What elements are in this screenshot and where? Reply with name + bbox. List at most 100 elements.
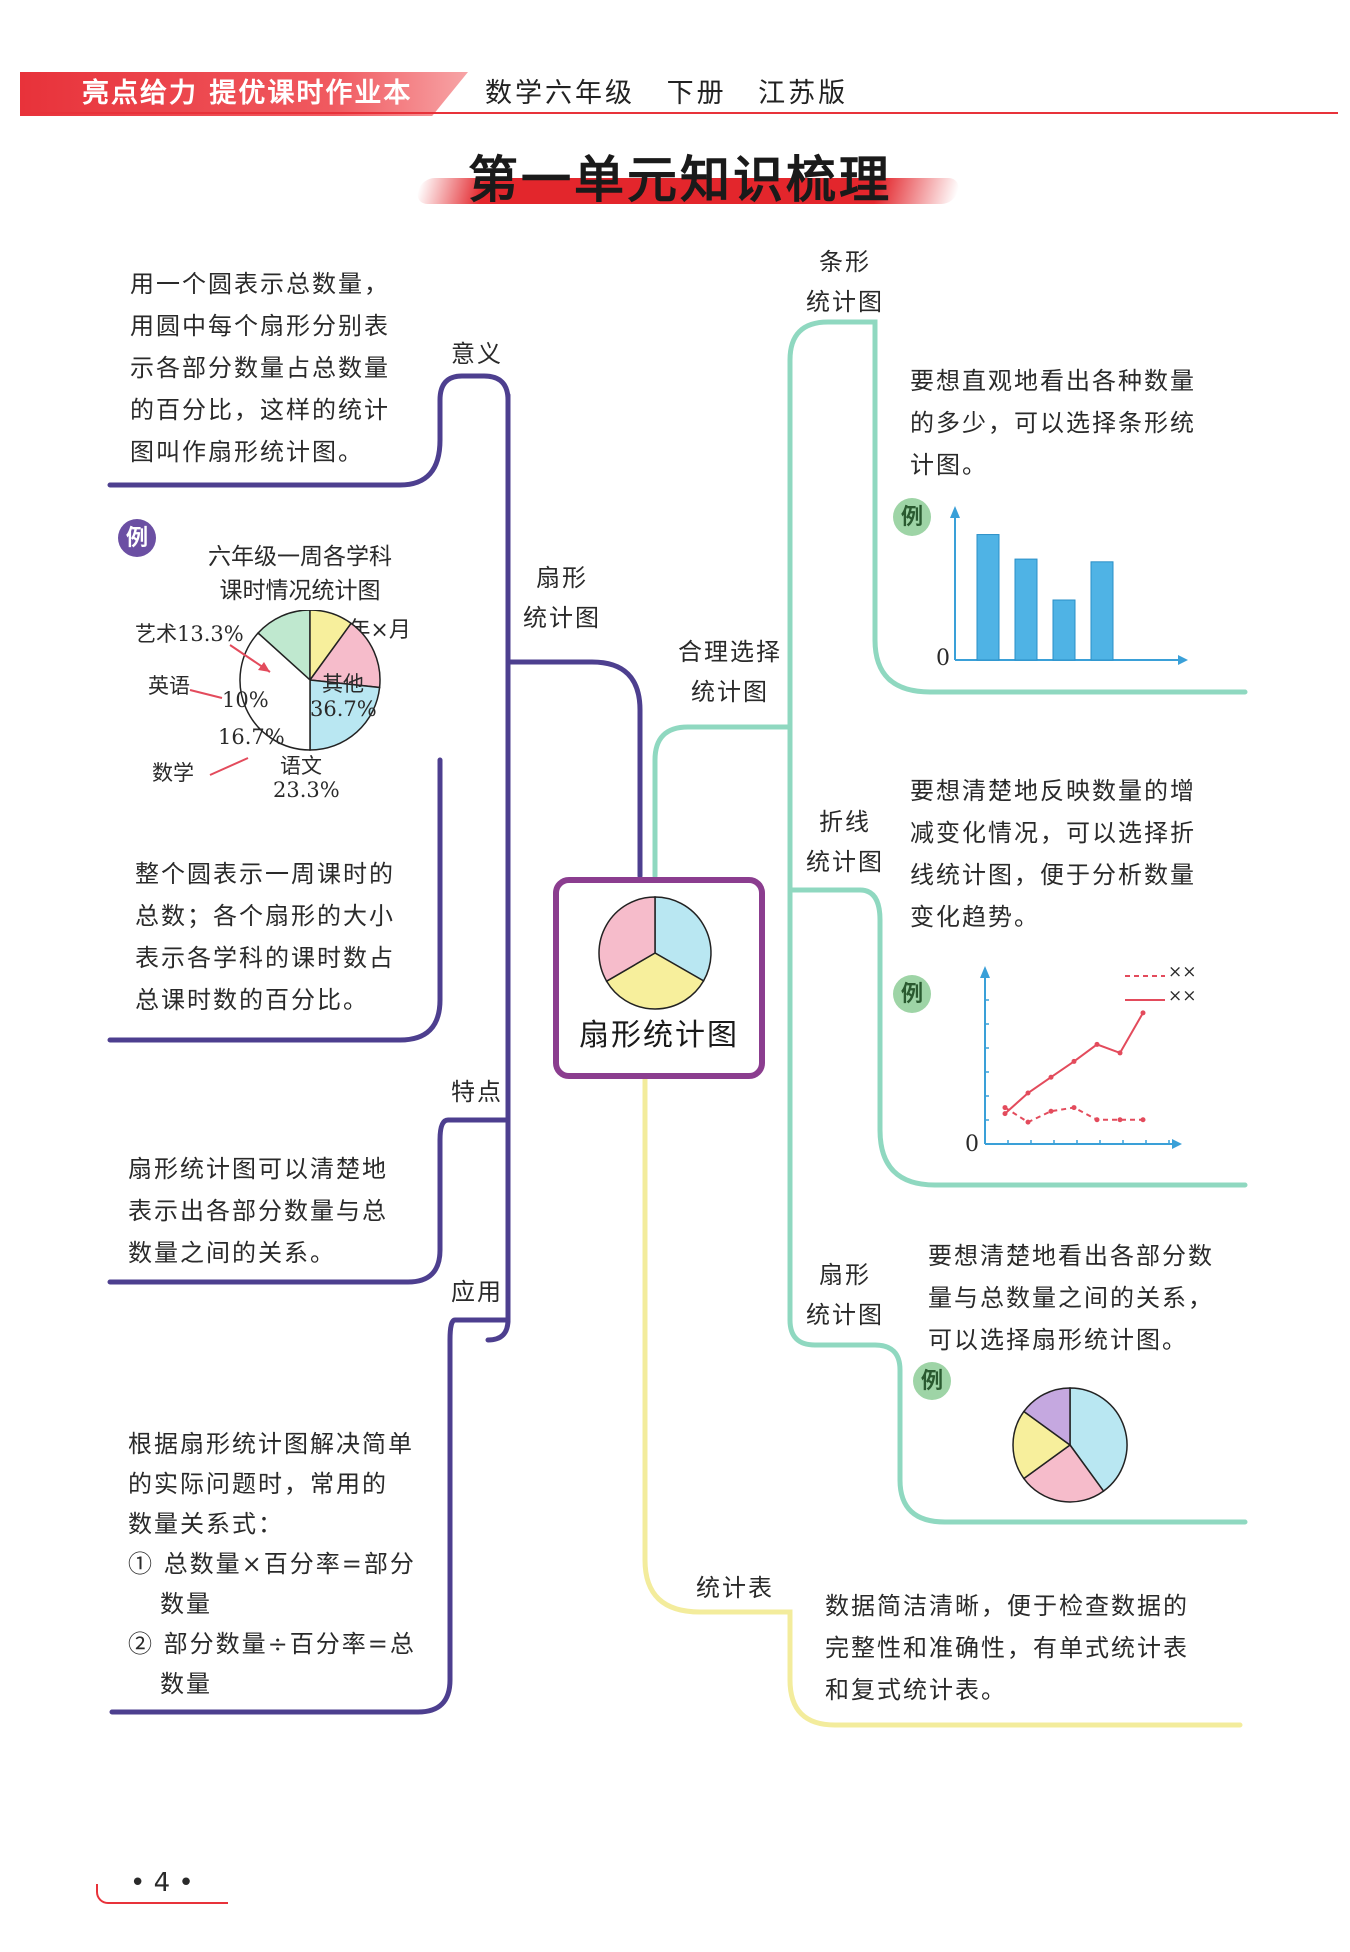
bar-text-line: 要想直观地看出各种数量 xyxy=(910,367,1196,395)
chinese-label: 语文 xyxy=(280,754,322,778)
connector-right-line xyxy=(787,887,1248,1188)
explain-line: 总课时数的百分比。 xyxy=(135,986,369,1014)
bar-zero-label: 0 xyxy=(936,646,950,671)
line-text-line: 变化趋势。 xyxy=(910,903,1040,931)
right-pie-slice xyxy=(1022,1443,1105,1503)
example-badge: 例 xyxy=(118,519,156,557)
right-main-line2: 统计图 xyxy=(691,678,769,706)
example-title-line2: 课时情况统计图 xyxy=(219,578,381,604)
bar-text-line: 计图。 xyxy=(910,451,988,479)
connector-main-right xyxy=(652,724,793,879)
line-point xyxy=(1140,1117,1146,1123)
line-label-line1: 折线 xyxy=(819,808,871,836)
pie-text-line: 可以选择扇形统计图。 xyxy=(928,1326,1188,1354)
line-point xyxy=(1025,1090,1031,1096)
meaning-text: 用一个圆表示总数量， 用圆中每个扇形分别表 示各部分数量占总数量 的百分比，这样… xyxy=(130,263,430,473)
center-pie-slice xyxy=(598,896,656,983)
example-pie-slice xyxy=(257,610,311,682)
example-title-line1: 六年级一周各学科 xyxy=(208,544,392,570)
chinese-pct: 23.3% xyxy=(273,778,340,802)
line-zero-label: 0 xyxy=(965,1132,979,1157)
line-label-line2: 统计图 xyxy=(806,848,884,876)
example-chart-title: 六年级一周各学科 课时情况统计图 xyxy=(180,540,420,608)
line-point xyxy=(1094,1041,1100,1047)
line-point xyxy=(1117,1050,1123,1056)
bar-chart-example xyxy=(950,506,1188,665)
right-pie-slice xyxy=(1069,1387,1128,1493)
bar-y-arrow xyxy=(950,506,960,518)
table-text: 数据简洁清晰，便于检查数据的 完整性和准确性，有单式统计表 和复式统计表。 xyxy=(825,1585,1245,1711)
english-pointer xyxy=(189,689,223,699)
english-label: 英语 xyxy=(148,674,190,698)
right-pie-slice xyxy=(1022,1387,1071,1447)
application-line: 根据扇形统计图解决简单 xyxy=(128,1430,414,1458)
header-band xyxy=(20,72,468,116)
example-pie-chart xyxy=(189,610,381,776)
example-pie-slice xyxy=(308,622,381,689)
right-main-branch-label: 合理选择 统计图 xyxy=(665,632,795,712)
line-point xyxy=(1071,1058,1077,1064)
bar-label-line2: 统计图 xyxy=(806,288,884,316)
feature-text: 扇形统计图可以清楚地 表示出各部分数量与总 数量之间的关系。 xyxy=(128,1148,428,1274)
other-label: 其他 xyxy=(322,672,364,696)
center-label: 扇形统计图 xyxy=(579,1018,739,1053)
application-text: 根据扇形统计图解决简单 的实际问题时，常用的 数量关系式： ① 总数量×百分率=… xyxy=(128,1424,448,1704)
meaning-line: 图叫作扇形统计图。 xyxy=(130,438,364,466)
line-text: 要想清楚地反映数量的增 减变化情况，可以选择折 线统计图，便于分析数量 变化趋势… xyxy=(910,770,1250,938)
english-pct: 10% xyxy=(222,688,269,712)
line-text-line: 线统计图，便于分析数量 xyxy=(910,861,1196,889)
pie-label-line2: 统计图 xyxy=(806,1301,884,1329)
legend-label-2: ×× xyxy=(1168,986,1197,1006)
pie-text-line: 量与总数量之间的关系， xyxy=(928,1284,1214,1312)
legend-label-1: ×× xyxy=(1168,962,1197,982)
left-main-branch-label: 扇形 统计图 xyxy=(512,558,612,638)
connector-table xyxy=(642,1067,1243,1728)
bar-label-line1: 条形 xyxy=(819,248,871,276)
left-main-branch-line1: 扇形 xyxy=(536,564,588,592)
center-pie-slice xyxy=(654,896,712,982)
table-text-line: 数据简洁清晰，便于检查数据的 xyxy=(825,1592,1189,1620)
branch-label-line: 折线 统计图 xyxy=(800,802,890,882)
bar xyxy=(976,534,1000,661)
bar-text: 要想直观地看出各种数量 的多少，可以选择条形统 计图。 xyxy=(910,360,1240,486)
branch-label-feature: 特点 xyxy=(451,1078,503,1106)
bar xyxy=(1052,599,1076,661)
connector-left-spine xyxy=(485,657,511,1343)
art-pointer-arrow xyxy=(258,662,270,672)
bar-x-arrow xyxy=(1178,655,1188,665)
bar-text-line: 的多少，可以选择条形统 xyxy=(910,409,1196,437)
branch-label-pie: 扇形 统计图 xyxy=(800,1255,890,1335)
center-pie-icon xyxy=(598,896,712,1010)
explain-line: 总数；各个扇形的大小 xyxy=(135,902,395,930)
line-point xyxy=(1117,1117,1123,1123)
example-explanation: 整个圆表示一周课时的 总数；各个扇形的大小 表示各学科的课时数占 总课时数的百分… xyxy=(135,853,435,1021)
line-example-badge: 例 xyxy=(893,975,931,1013)
connector-example xyxy=(107,757,443,1043)
feature-line: 表示出各部分数量与总 xyxy=(128,1197,388,1225)
meaning-line: 示各部分数量占总数量 xyxy=(130,354,390,382)
header-book-info: 数学六年级 下册 江苏版 xyxy=(485,78,849,109)
line-point xyxy=(1048,1108,1054,1114)
page-number-decoration xyxy=(96,1884,228,1904)
meaning-line: 用圆中每个扇形分别表 xyxy=(130,312,390,340)
pie-example-badge: 例 xyxy=(913,1362,951,1400)
header-brand: 亮点给力 提优课时作业本 xyxy=(82,78,413,109)
example-pie-slice xyxy=(239,631,311,751)
page-number: • 4 • xyxy=(130,1868,194,1898)
table-text-line: 完整性和准确性，有单式统计表 xyxy=(825,1634,1189,1662)
line-point xyxy=(1094,1117,1100,1123)
feature-line: 扇形统计图可以清楚地 xyxy=(128,1155,388,1183)
line-y-arrow xyxy=(980,966,990,978)
formula-1: ① 总数量×百分率=部分 xyxy=(128,1550,416,1578)
branch-label-application: 应用 xyxy=(451,1278,503,1306)
other-pct: 36.7% xyxy=(310,697,377,721)
table-text-line: 和复式统计表。 xyxy=(825,1676,1007,1704)
line-point xyxy=(1140,1010,1146,1016)
meaning-line: 用一个圆表示总数量， xyxy=(130,270,390,298)
pie-text-line: 要想清楚地看出各部分数 xyxy=(928,1242,1214,1270)
page-title: 第一单元知识梳理 xyxy=(468,151,892,209)
math-pct: 16.7% xyxy=(218,725,285,749)
math-pointer xyxy=(209,757,249,776)
branch-label-table: 统计表 xyxy=(696,1574,774,1602)
